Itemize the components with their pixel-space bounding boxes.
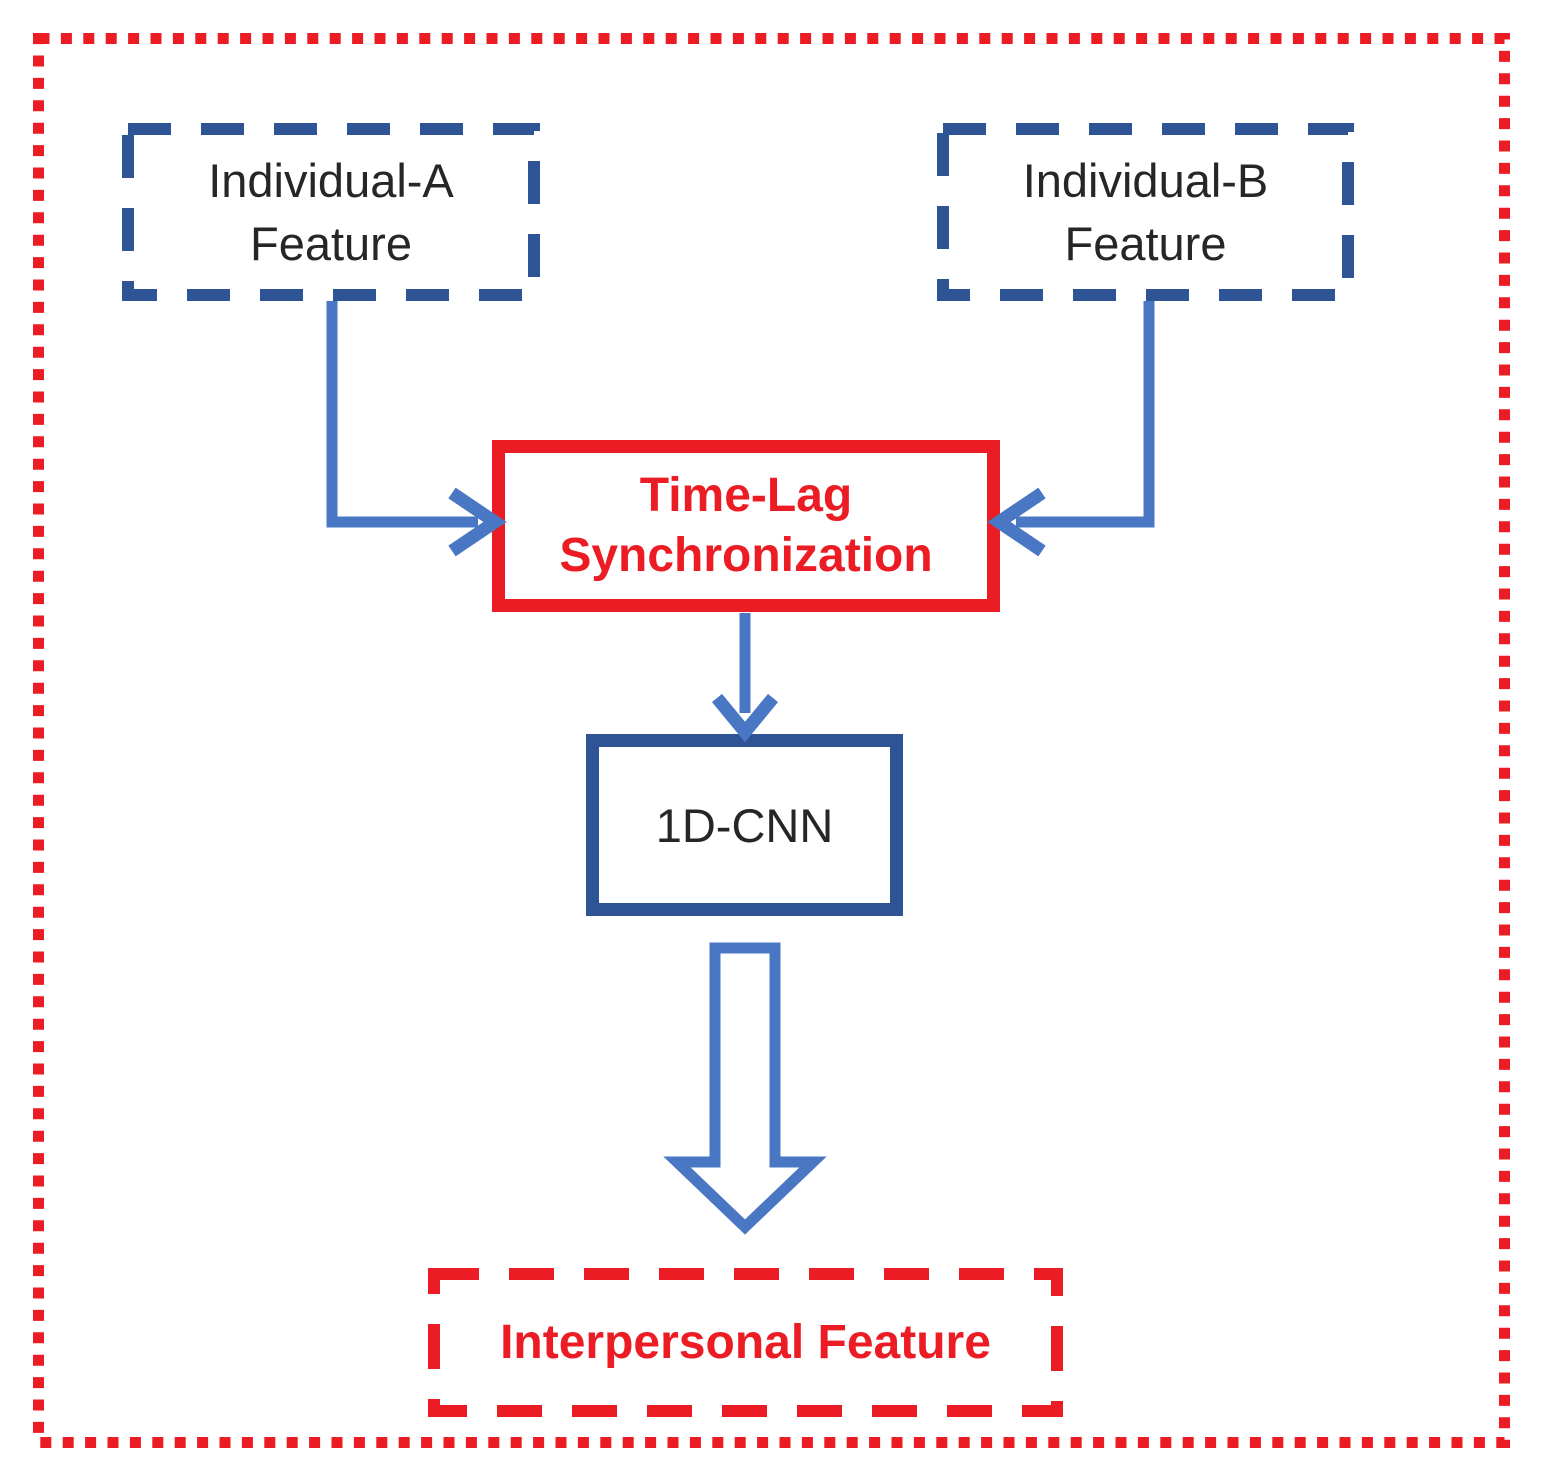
cnn-box (586, 734, 903, 916)
arrowhead-left-icon (987, 487, 1046, 557)
connector-a-to-timelag (326, 301, 478, 528)
timelag-box (492, 440, 1000, 612)
individual-a-box (122, 123, 540, 301)
interpersonal-box (428, 1268, 1063, 1417)
arrowhead-down-icon (711, 693, 779, 743)
connector-b-to-timelag (1016, 301, 1155, 528)
block-arrow-down-icon (663, 942, 827, 1235)
individual-b-box (937, 123, 1354, 301)
arrowhead-right-icon (448, 487, 507, 557)
